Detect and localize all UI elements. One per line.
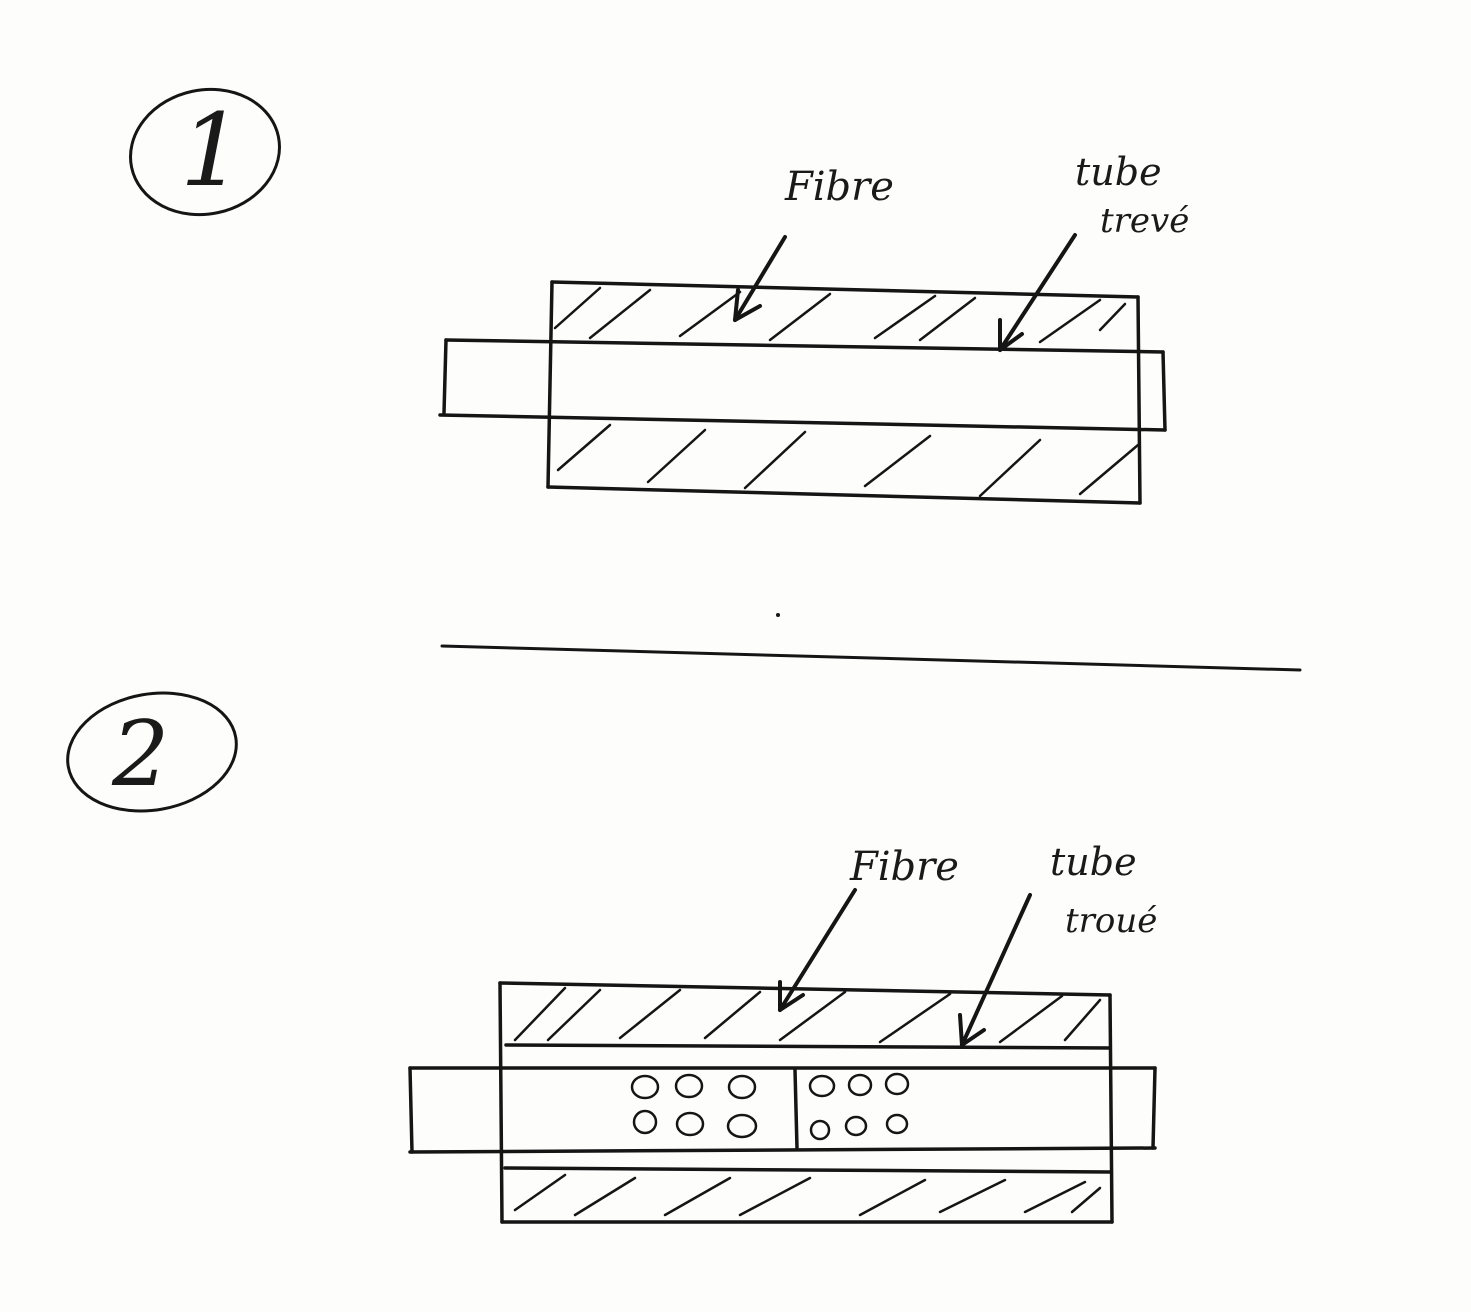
figure-1-number-circle [129,87,281,217]
figure-1-number: 1 [180,92,244,209]
figure-2-fiber-body [498,981,1114,1224]
figure-1-fiber-hatching-bottom [556,423,1140,498]
figure-1-tube-label-line1: tube [1075,150,1162,194]
figure-2-tube-label-line2: troué [1065,901,1157,941]
figure-1-tube [438,338,1167,432]
figure-2-tube-arrow [958,893,1032,1047]
figure-1-fiber-body [546,280,1142,505]
figure-2-tube-label-line1: tube [1050,840,1137,884]
figure-1-tube-arrow [998,233,1077,352]
figure-1-fiber-arrow [733,235,787,322]
figure-2: 2 Fibre tube troué [66,691,1157,1224]
separator-line [440,644,1302,672]
figure-1-tube-label-line2: trevé [1100,201,1189,241]
figure-2-number-circle [66,691,238,813]
figure-2-fiber-hatching-bottom [513,1173,1102,1217]
pen-dot [776,613,780,617]
figure-2-tube-holes [630,1072,910,1141]
figure-1-fiber-hatching-top [553,286,1127,344]
figure-2-tube [408,1066,1157,1154]
figure-1-fiber-label: Fibre [784,164,894,210]
figure-2-fiber-label: Fibre [849,844,959,890]
figure-2-number: 2 [111,702,169,807]
figure-2-fiber-hatching-top [513,986,1102,1044]
figure-1: 1 Fibre tube trevé [129,87,1189,505]
